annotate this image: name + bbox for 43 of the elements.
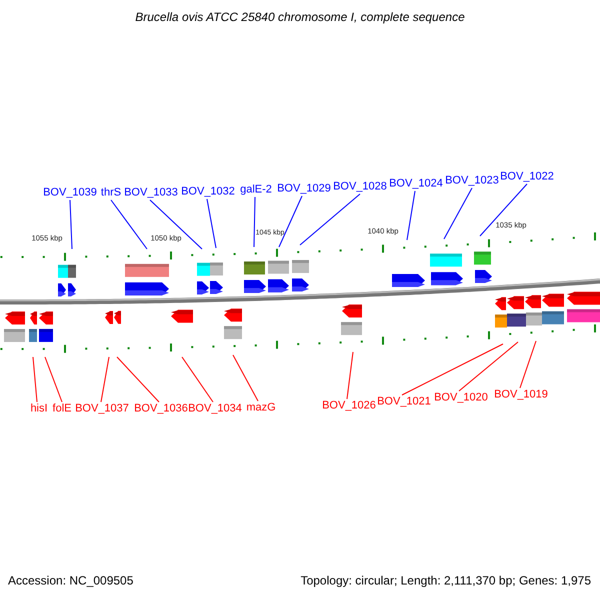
gene-label: BOV_1039 xyxy=(43,186,97,200)
gene-label: BOV_1033 xyxy=(124,186,178,200)
leader-line xyxy=(346,352,354,400)
gene-label: galE-2 xyxy=(240,184,272,196)
sequence-stats-text: Topology: circular; Length: 2,111,370 bp; Genes: 1,975 xyxy=(300,574,591,588)
leader-line xyxy=(300,194,360,246)
gene-label: mazG xyxy=(246,402,276,414)
gene-label: BOV_1024 xyxy=(389,178,443,190)
leader-line xyxy=(480,184,528,236)
leader-line xyxy=(232,354,258,402)
gene-label: BOV_1020 xyxy=(434,392,488,404)
leader-line xyxy=(182,356,214,402)
gene-label: BOV_1021 xyxy=(377,396,431,408)
leader-line xyxy=(458,342,518,392)
leader-line xyxy=(32,356,38,402)
leader-line xyxy=(110,200,148,250)
leader-line xyxy=(278,196,302,248)
gene-label: BOV_1037 xyxy=(75,402,129,416)
gene-label: thrS xyxy=(100,186,122,200)
leader-line xyxy=(116,356,160,402)
gene-label: BOV_1019 xyxy=(494,388,548,402)
leader-line xyxy=(444,188,472,240)
leader-line xyxy=(100,356,110,402)
leader-line xyxy=(70,200,72,250)
leader-line xyxy=(44,356,62,402)
map-title: Brucella ovis ATCC 25840 chromosome I, complete sequence xyxy=(135,10,465,24)
leader-line xyxy=(254,196,256,248)
gene-label: hisI xyxy=(30,402,48,416)
gene-label: BOV_1026 xyxy=(322,400,376,412)
gene-label: BOV_1036 xyxy=(134,402,188,416)
leader-line xyxy=(150,200,202,250)
accession-text: Accession: NC_009505 xyxy=(8,574,134,588)
leader-line xyxy=(206,198,216,248)
gene-label: BOV_1032 xyxy=(181,186,235,198)
gene-label: BOV_1022 xyxy=(500,170,554,184)
gene-label: BOV_1023 xyxy=(445,174,499,188)
gene-label: BOV_1028 xyxy=(333,180,387,194)
gene-label: BOV_1034 xyxy=(188,402,242,416)
leader-line xyxy=(520,340,536,388)
leader-line xyxy=(402,344,504,396)
gene-label: BOV_1029 xyxy=(277,182,331,196)
leader-line xyxy=(406,190,416,240)
gene-label: folE xyxy=(52,402,72,416)
